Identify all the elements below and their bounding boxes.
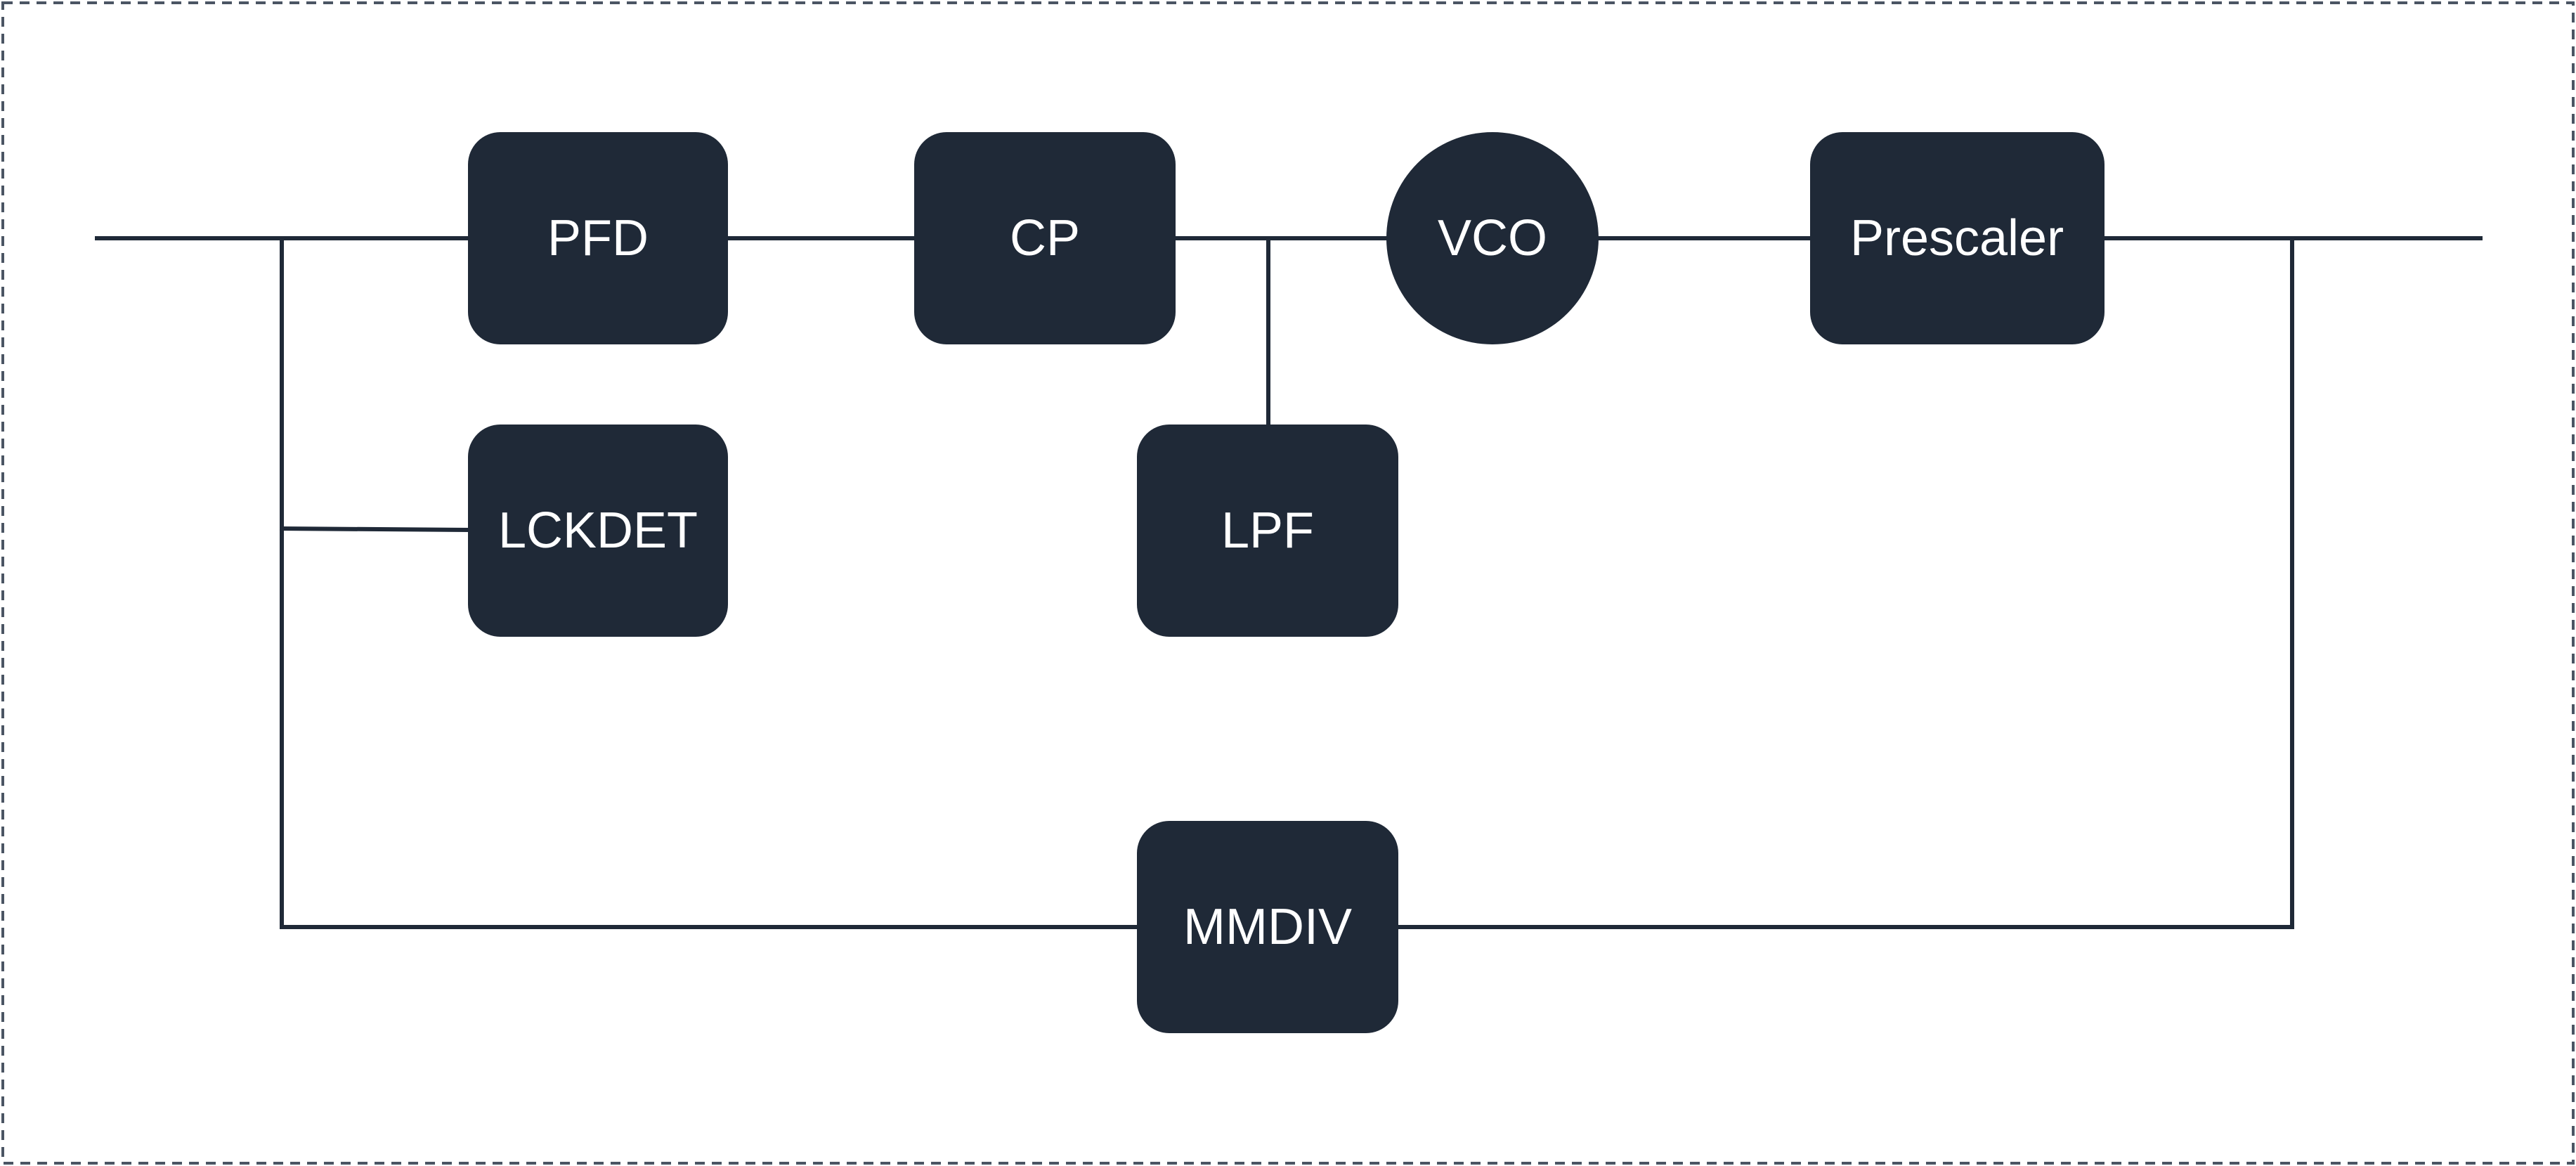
pfd-label: PFD bbox=[547, 210, 649, 266]
cp-label: CP bbox=[1010, 210, 1080, 266]
prescaler-block: Prescaler bbox=[1810, 132, 2105, 344]
prescaler-label: Prescaler bbox=[1850, 210, 2064, 266]
vco-block: VCO bbox=[1386, 132, 1599, 344]
mmdiv-label: MMDIV bbox=[1183, 899, 1352, 955]
lpf-block: LPF bbox=[1137, 425, 1398, 637]
lckdet-label: LCKDET bbox=[498, 503, 698, 559]
lckdet-block: LCKDET bbox=[468, 425, 728, 637]
lpf-label: LPF bbox=[1221, 503, 1314, 559]
wire-to-lckdet bbox=[279, 526, 471, 533]
vco-label: VCO bbox=[1438, 210, 1547, 266]
pfd-block: PFD bbox=[468, 132, 728, 344]
cp-block: CP bbox=[914, 132, 1176, 344]
wires bbox=[95, 236, 2483, 929]
mmdiv-block: MMDIV bbox=[1137, 821, 1398, 1033]
